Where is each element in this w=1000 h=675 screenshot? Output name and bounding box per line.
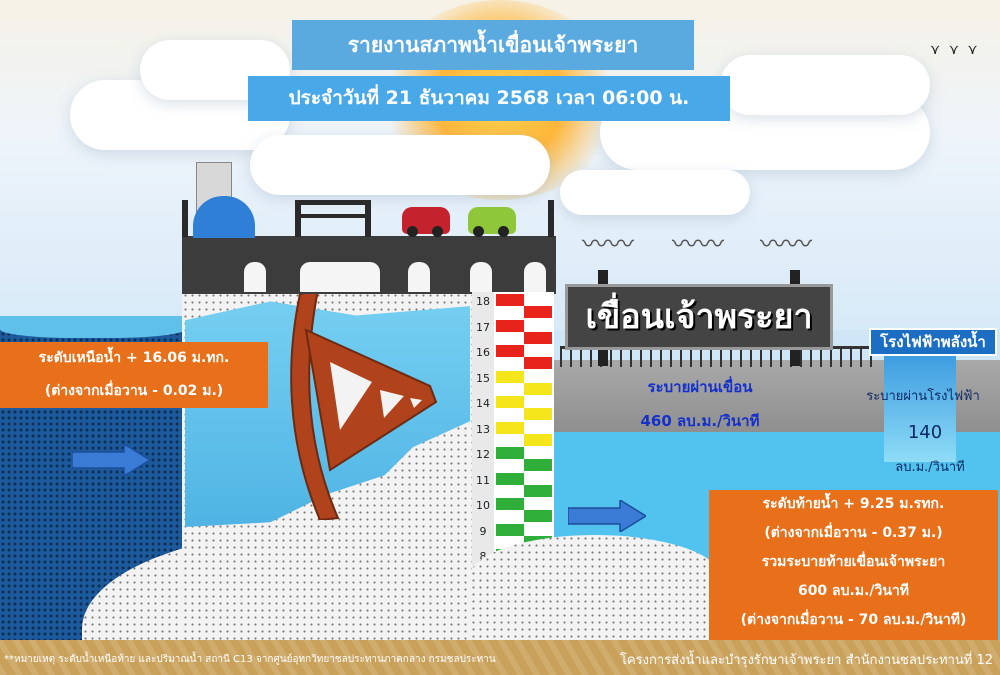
gauge-cell bbox=[496, 396, 524, 408]
gauge-cell bbox=[524, 408, 552, 420]
gauge-cell bbox=[524, 433, 552, 446]
dam-release-value: 460 ลบ.ม./วินาที bbox=[640, 412, 760, 430]
gauge-cell bbox=[496, 345, 524, 357]
gauge-cell bbox=[496, 447, 524, 459]
gauge-number: 14 bbox=[476, 397, 490, 410]
upstream-change: (ต่างจากเมื่อวาน - 0.02 ม.) bbox=[44, 383, 224, 399]
railing-post bbox=[182, 200, 188, 237]
bridge-arch bbox=[300, 262, 380, 292]
plant-release-unit: ลบ.ม./วินาที bbox=[895, 460, 965, 475]
total-release-label: รวมระบายท้ายเขื่อนเจ้าพระยา bbox=[761, 554, 946, 570]
wheel bbox=[432, 226, 443, 237]
gauge-cell bbox=[496, 523, 524, 536]
plant-sign: โรงไฟฟ้าพลังน้ำ bbox=[869, 328, 997, 356]
footer-organization: โครงการส่งน้ำและบำรุงรักษาเจ้าพระยา สำนั… bbox=[620, 653, 994, 668]
plant-release-label: ระบายผ่านโรงไฟฟ้า bbox=[866, 389, 980, 404]
arrow-right-icon bbox=[568, 500, 646, 532]
wind-icon: 〰〰 bbox=[760, 230, 813, 260]
gauge-cell bbox=[524, 484, 552, 497]
birds-icon: ⋎ ⋎ ⋎ bbox=[930, 42, 980, 58]
footer-bar bbox=[0, 640, 1000, 675]
bridge-arch bbox=[524, 262, 546, 292]
cloud-icon bbox=[560, 170, 750, 215]
gauge-cell bbox=[496, 472, 524, 485]
gauge-number: 10 bbox=[476, 499, 490, 512]
footer-note: **หมายเหตุ ระดับน้ำเหนือท้าย และปริมาณน้… bbox=[4, 654, 496, 665]
upstream-wave bbox=[0, 316, 185, 338]
gauge-number: 18 bbox=[476, 295, 490, 308]
cloud-icon bbox=[250, 135, 550, 195]
railing-bar bbox=[295, 214, 370, 218]
dam-release: ระบายผ่านเขื่อน 460 ลบ.ม./วินาที bbox=[580, 370, 820, 438]
railing-bar bbox=[295, 200, 370, 205]
report-date: ประจำวันที่ 21 ธันวาคม 2568 เวลา 06:00 น… bbox=[248, 76, 730, 121]
plant-release-value: 140 bbox=[907, 422, 943, 443]
gauge-cell bbox=[496, 421, 524, 434]
dam-sign: เขื่อนเจ้าพระยา bbox=[565, 284, 833, 350]
gauge-cell bbox=[524, 510, 552, 522]
cloud-icon bbox=[720, 55, 930, 115]
total-release-value: 600 ลบ.ม./วินาที bbox=[797, 583, 910, 599]
gauge-number: 8 bbox=[479, 550, 487, 563]
gauge-cell bbox=[496, 498, 524, 510]
downstream-info-box: ระดับท้ายน้ำ + 9.25 ม.รทก. (ต่างจากเมื่อ… bbox=[709, 490, 998, 640]
gauge-number: 9 bbox=[479, 524, 487, 538]
railing-post bbox=[295, 200, 301, 237]
wheel bbox=[407, 226, 418, 237]
bridge-arch bbox=[470, 262, 492, 292]
wheel bbox=[473, 226, 484, 237]
wind-icon: 〰〰 bbox=[582, 230, 635, 260]
gauge-cell bbox=[496, 370, 524, 383]
bridge-arch bbox=[244, 262, 266, 292]
wind-icon: 〰〰 bbox=[672, 230, 725, 260]
wheel bbox=[498, 226, 509, 237]
upstream-level: ระดับเหนือน้ำ + 16.06 ม.ทก. bbox=[38, 350, 230, 366]
downstream-level: ระดับท้ายน้ำ + 9.25 ม.รทก. bbox=[762, 496, 945, 512]
gauge-cell bbox=[524, 357, 552, 369]
radial-gate-icon bbox=[290, 290, 438, 520]
gauge-number: 15 bbox=[476, 371, 490, 385]
upstream-info-box: ระดับเหนือน้ำ + 16.06 ม.ทก. (ต่างจากเมื่… bbox=[0, 342, 268, 408]
gauge-cell bbox=[524, 459, 552, 471]
gauge-number: 11 bbox=[476, 473, 490, 487]
gauge-cell bbox=[524, 331, 552, 344]
gauge-number: 12 bbox=[476, 448, 490, 461]
water-tank-icon bbox=[193, 196, 255, 238]
downstream-bed bbox=[470, 535, 720, 640]
arrow-right-icon bbox=[72, 444, 150, 476]
railing-post bbox=[548, 200, 554, 237]
bridge-arch bbox=[408, 262, 430, 292]
downstream-change: (ต่างจากเมื่อวาน - 0.37 ม.) bbox=[764, 525, 943, 541]
gauge-cell bbox=[524, 382, 552, 395]
gauge-cell bbox=[496, 294, 524, 306]
railing-post bbox=[365, 200, 371, 237]
gauge-number: 16 bbox=[476, 346, 490, 359]
gauge-scale bbox=[472, 292, 494, 640]
powerhouse-outflow bbox=[884, 356, 956, 462]
total-release-change: (ต่างจากเมื่อวาน - 70 ลบ.ม./วินาที) bbox=[740, 612, 967, 628]
page-title: รายงานสภาพน้ำเขื่อนเจ้าพระยา bbox=[292, 20, 694, 70]
dam-release-label: ระบายผ่านเขื่อน bbox=[647, 378, 753, 396]
gauge-number: 17 bbox=[476, 320, 490, 334]
gauge-cell bbox=[524, 306, 552, 318]
gauge-cell bbox=[496, 319, 524, 332]
gauge-number: 13 bbox=[476, 422, 490, 436]
